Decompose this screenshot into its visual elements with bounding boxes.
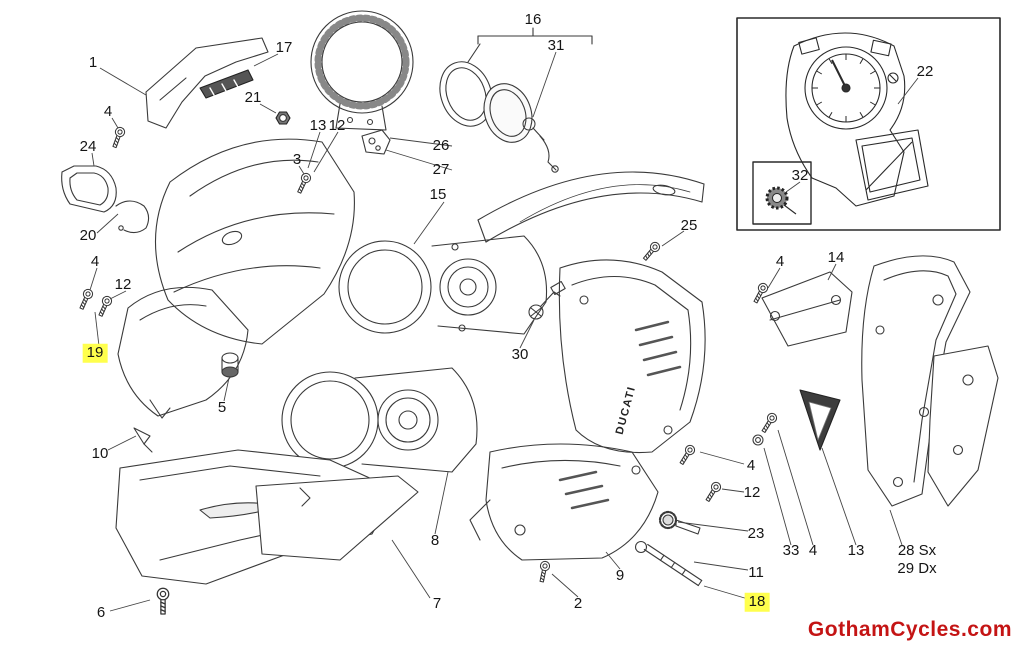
washer-part — [752, 434, 764, 446]
right-bracket-part — [761, 271, 853, 347]
ducati-panel-part — [558, 259, 706, 454]
watermark: GothamCycles.com — [807, 618, 1012, 641]
headlight-upper-part — [338, 235, 548, 335]
leader-lines — [89, 51, 919, 612]
knob-part — [658, 510, 701, 535]
gasket-parts — [439, 27, 593, 143]
fairing-brand-text: DUCATI — [614, 385, 638, 436]
lower-cover-part — [469, 443, 659, 561]
mirror-pad-part — [61, 165, 117, 213]
instrument-detail-box — [736, 17, 1001, 231]
long-bolt-part — [634, 540, 703, 587]
damper-part — [221, 352, 239, 378]
headlight-lower-part — [281, 367, 478, 473]
hex-nut-part — [275, 111, 291, 125]
windshield-part — [477, 171, 705, 243]
windscreen-fairing-part — [154, 138, 355, 345]
rubber-triangle-part — [799, 389, 841, 451]
instrument-cluster-top — [310, 10, 414, 131]
small-bracket-part — [361, 129, 391, 155]
upper-bracket-part — [145, 37, 269, 129]
side-plates-part — [861, 255, 999, 507]
rubber-bracket-part — [115, 200, 150, 234]
bulb-part — [522, 117, 559, 173]
bulb30-part — [528, 280, 566, 320]
belly-pan-part — [115, 449, 419, 585]
clip-part — [133, 427, 153, 453]
gear-part — [765, 186, 797, 215]
